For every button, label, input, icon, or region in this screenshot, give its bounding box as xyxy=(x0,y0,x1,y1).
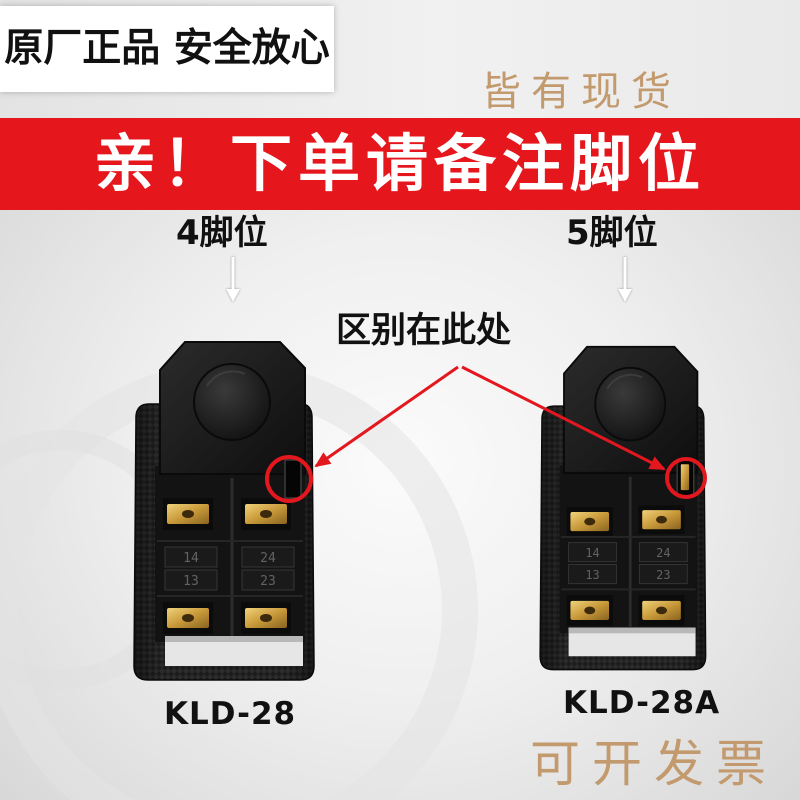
push-button xyxy=(594,366,667,442)
gold-terminal xyxy=(163,498,213,530)
label-plate xyxy=(568,542,617,563)
authentic-badge: 原厂正品 安全放心 xyxy=(0,6,334,92)
label-plate xyxy=(638,542,688,563)
pin-slot xyxy=(284,459,302,499)
model-label-right: KLD-28A xyxy=(563,685,721,721)
gold-terminal xyxy=(638,505,685,534)
model-label-left: KLD-28 xyxy=(164,696,297,732)
button-highlight xyxy=(206,370,246,387)
label-plate xyxy=(568,564,617,585)
left-switch: 14 24 13 23 xyxy=(133,341,315,681)
gold-terminal xyxy=(241,602,291,634)
in-stock-text: 皆有现货 xyxy=(481,69,681,115)
terminal-label: 13 xyxy=(183,574,199,589)
notice-banner: 亲！下单请备注脚位 xyxy=(0,118,800,210)
terminal-label: 14 xyxy=(585,546,599,560)
terminal-label: 23 xyxy=(260,574,276,589)
terminal-label: 24 xyxy=(260,551,276,566)
push-button xyxy=(193,363,271,441)
invoice-available-text: 可开发票 xyxy=(530,735,778,793)
difference-circle-left xyxy=(265,455,313,503)
label-plate xyxy=(164,546,218,568)
terminal-label: 13 xyxy=(585,568,599,582)
terminal-label: 24 xyxy=(656,546,670,560)
down-arrow-right xyxy=(618,257,632,302)
label-plate xyxy=(241,569,295,591)
button-highlight xyxy=(606,373,643,390)
label-plate xyxy=(638,564,688,585)
gold-terminal xyxy=(241,498,291,530)
banner-text: 亲！下单请备注脚位 xyxy=(93,127,706,200)
fifth-pin xyxy=(680,464,690,491)
terminal-label: 14 xyxy=(183,551,199,566)
difference-circle-right xyxy=(665,457,707,499)
label-plate xyxy=(241,546,295,568)
gold-terminal xyxy=(566,595,613,626)
right-switch: 14 24 13 23 xyxy=(539,345,707,671)
gold-terminal xyxy=(566,507,613,536)
down-arrow-left xyxy=(226,257,240,302)
pointer-arrow-right xyxy=(461,365,666,471)
label-plate xyxy=(164,569,218,591)
terminal-label: 23 xyxy=(656,568,670,582)
badge-text: 原厂正品 安全放心 xyxy=(4,26,330,71)
pin-label-5: 5脚位 xyxy=(566,213,658,253)
difference-callout: 区别在此处 xyxy=(336,311,512,351)
pointer-arrow-left xyxy=(314,365,459,468)
strip-shadow xyxy=(568,627,696,634)
gold-terminal xyxy=(638,595,685,626)
strip-shadow xyxy=(165,636,303,642)
gold-terminal xyxy=(163,602,213,634)
pin-label-4: 4脚位 xyxy=(176,213,268,253)
